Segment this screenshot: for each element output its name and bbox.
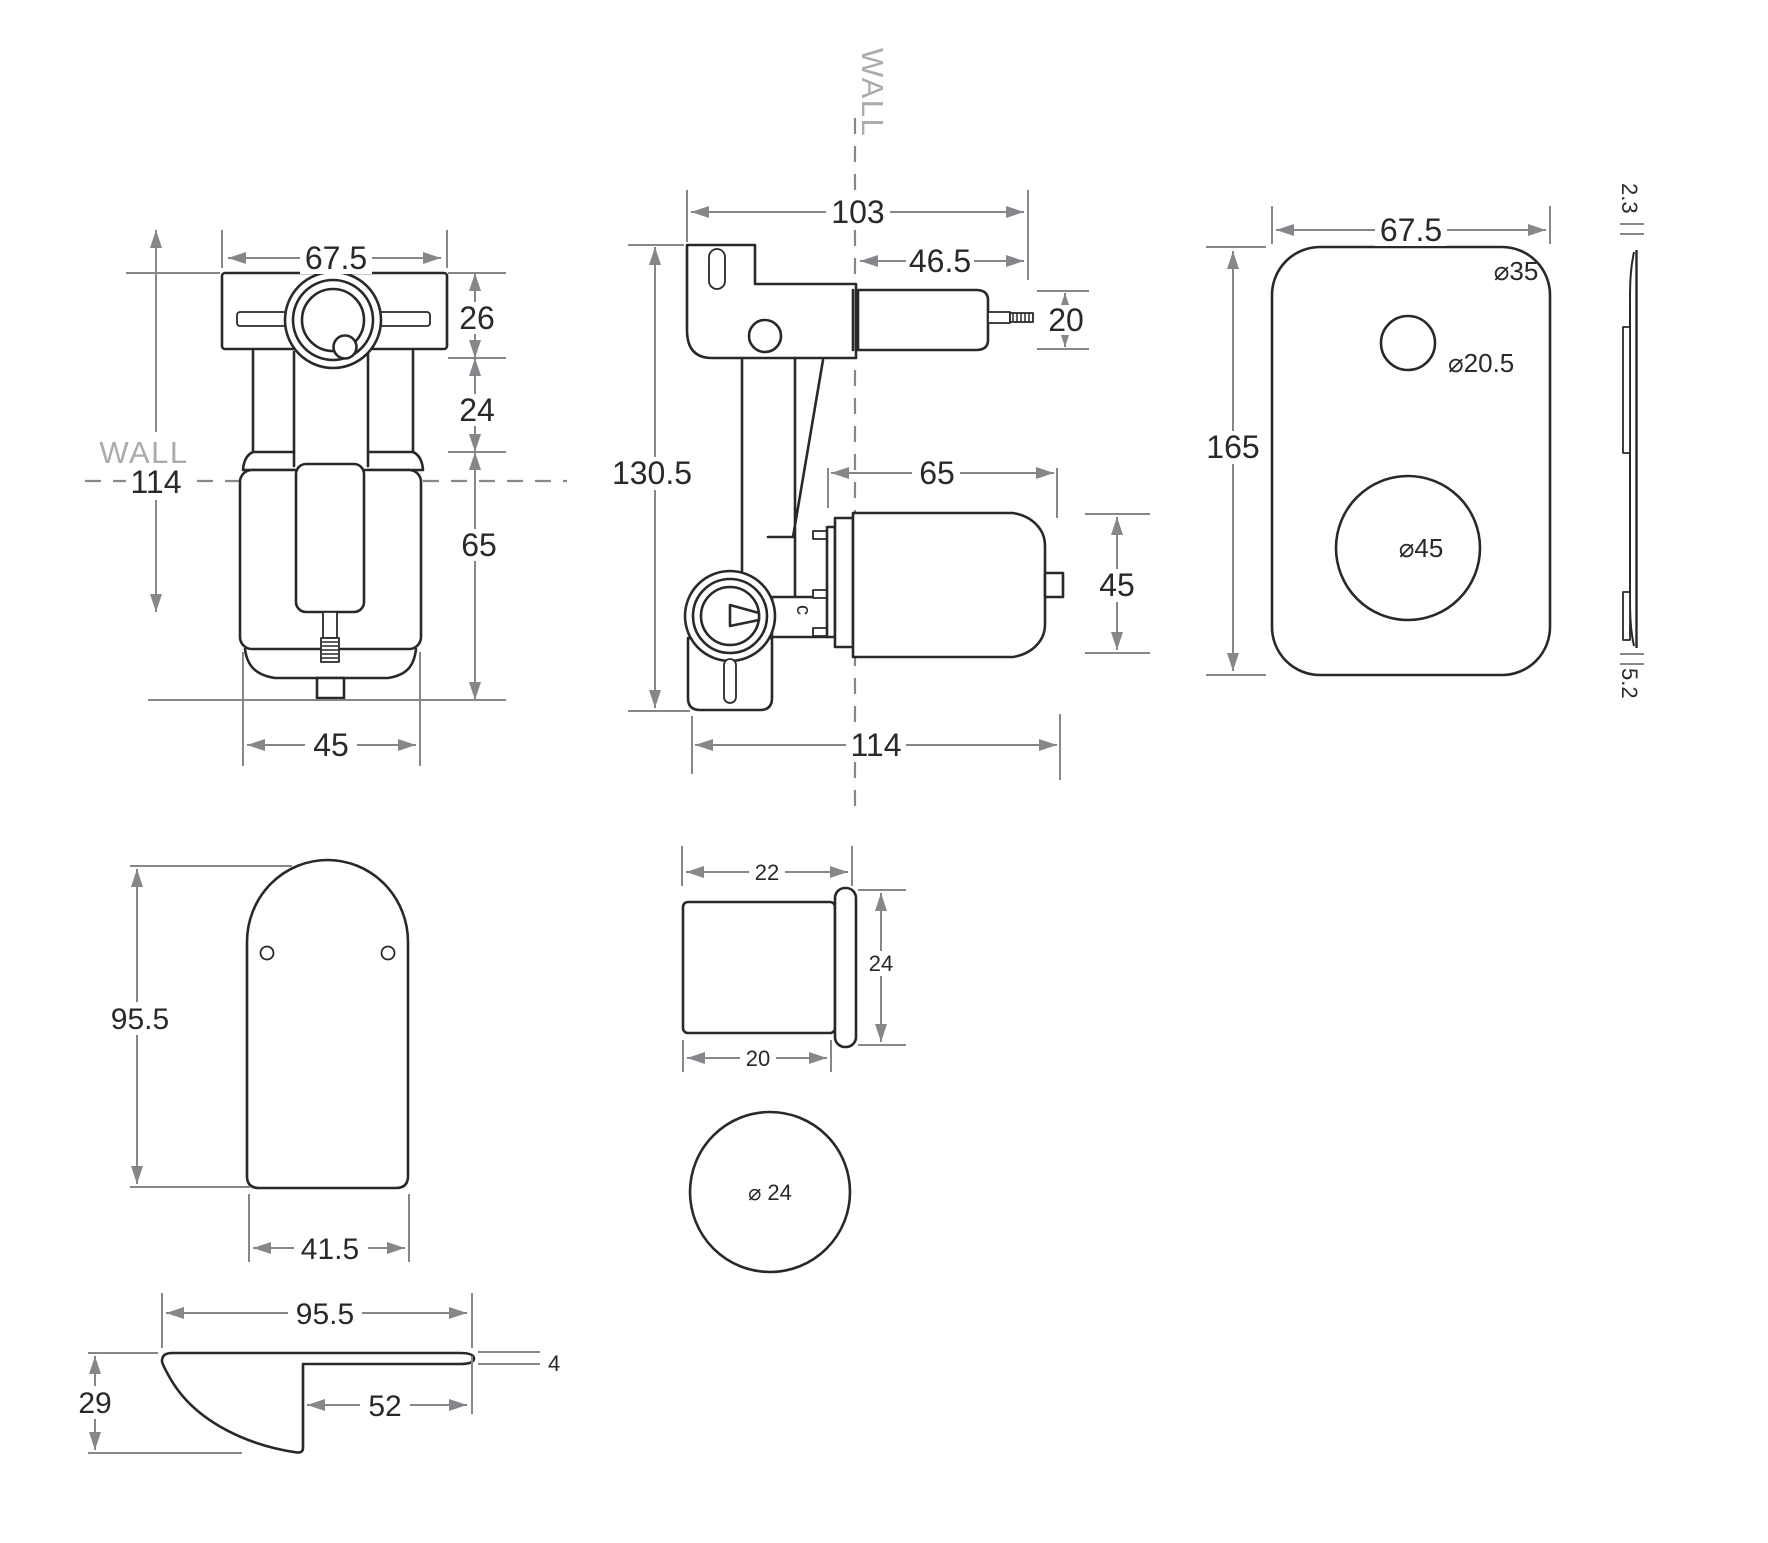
- faceplate-dimensions: [1202, 206, 1551, 676]
- side-dim-cartridge-dia: 45: [1099, 567, 1135, 603]
- side-dial-pointer: [728, 603, 761, 628]
- edge-clip-top: [1622, 326, 1631, 454]
- side-dimensions: [608, 190, 1150, 780]
- button-view: 22 24 20 ⌀ 24: [681, 846, 906, 1274]
- button-dim-dia: 24: [869, 951, 893, 976]
- faceplate-dim-bottom-hole: ⌀45: [1399, 533, 1444, 563]
- edge-clip-bottom: [1622, 591, 1631, 641]
- faceplate-view: 67.5 165 ⌀35 ⌀20.5 ⌀45: [1202, 206, 1552, 677]
- handle-front-view: 95.5 41.5: [103, 858, 410, 1266]
- edge-dim-bottom-thickness: 5.2: [1617, 668, 1642, 699]
- side-pivot-hole: [747, 318, 783, 354]
- front-spout-ring-outer: [283, 270, 383, 370]
- handle-side-dim-tip: 4: [548, 1351, 560, 1376]
- handle-side-dim-length: 95.5: [296, 1298, 354, 1331]
- side-dim-depth: 103: [831, 194, 884, 230]
- button-dim-face: ⌀ 24: [748, 1180, 792, 1205]
- side-dim-total-width: 114: [850, 727, 901, 763]
- side-spindle-body: [856, 288, 990, 352]
- faceplate-top-hole: [1379, 314, 1437, 372]
- handle-side-dim-blade: 52: [368, 1390, 401, 1423]
- handle-side-dimensions: [72, 1293, 540, 1454]
- plate-edge-view: 2.3 5.2: [1617, 183, 1644, 699]
- handle-front-dimensions: [103, 865, 410, 1265]
- side-cartridge-stub: [1043, 571, 1065, 599]
- side-dim-cartridge-length: 65: [919, 455, 955, 491]
- side-wall-label: WALL: [855, 48, 890, 137]
- faceplate-body: [1270, 245, 1552, 677]
- side-dim-spindle: 20: [1048, 302, 1084, 338]
- side-bracket: [685, 243, 858, 360]
- front-dim-upper: 26: [459, 300, 495, 336]
- faceplate-dim-width: 67.5: [1380, 212, 1442, 248]
- front-tier-sides: [251, 347, 415, 454]
- side-spindle-thread-hatch: [1012, 313, 1030, 322]
- side-body-lines: [740, 356, 825, 599]
- faceplate-bottom-hole: [1334, 474, 1482, 622]
- front-spout-ring-mid: [291, 278, 375, 362]
- button-flange: [833, 886, 858, 1049]
- front-dim-lower: 65: [461, 527, 497, 563]
- side-bracket-slot: [708, 248, 726, 290]
- front-thread-hatch: [322, 641, 338, 659]
- front-dim-wall: 114: [130, 464, 181, 500]
- side-cartridge-ring-2: [833, 516, 855, 649]
- front-screw-stem: [322, 611, 338, 639]
- edge-dim-top-thickness: 2.3: [1617, 183, 1642, 214]
- front-spout-notch: [332, 334, 358, 360]
- button-dim-body: 20: [746, 1046, 770, 1071]
- handle-side-view: 95.5 29 52 4: [72, 1293, 560, 1454]
- front-view: 67.5 26 24 65 WALL 114 45: [85, 230, 567, 766]
- front-collar: [241, 450, 425, 472]
- side-dim-height: 130.5: [612, 455, 692, 491]
- front-wall-label: WALL: [99, 435, 188, 470]
- front-dimensions: [102, 230, 506, 766]
- side-mark-c: c: [792, 605, 814, 615]
- handle-front-hole-right: [380, 945, 396, 961]
- handle-front-body: [245, 858, 410, 1190]
- button-body: [681, 900, 837, 1035]
- faceplate-dim-top-hole: ⌀20.5: [1448, 348, 1514, 378]
- side-cartridge-barrel: [851, 511, 1047, 659]
- faceplate-dim-height: 165: [1206, 429, 1259, 465]
- handle-front-dim-height: 95.5: [111, 1003, 169, 1036]
- button-dimensions: [681, 846, 906, 1072]
- button-dim-overall: 22: [755, 860, 779, 885]
- front-dim-width: 67.5: [305, 240, 367, 276]
- front-dim-mid: 24: [459, 392, 495, 428]
- handle-side-body: [160, 1351, 476, 1454]
- front-outlet-tab: [315, 676, 346, 700]
- front-right-tab: [374, 311, 431, 327]
- edge-bottom-ticks: [1620, 653, 1644, 665]
- side-view: c WALL 103 46.5 20: [608, 48, 1150, 812]
- edge-top-ticks: [1620, 223, 1644, 235]
- handle-side-dim-height: 29: [78, 1387, 111, 1420]
- side-spindle-shaft: [987, 311, 1011, 324]
- button-face: [688, 1110, 852, 1274]
- handle-front-dim-width: 41.5: [301, 1233, 359, 1266]
- front-cartridge: [294, 462, 366, 614]
- handle-front-hole-left: [259, 945, 275, 961]
- side-dial-ring: [691, 577, 769, 655]
- front-dim-outlet: 45: [313, 727, 349, 763]
- faceplate-dim-corner: ⌀35: [1494, 256, 1539, 286]
- front-column-sides: [292, 350, 370, 468]
- side-plate-slot: [723, 658, 737, 704]
- side-dim-front-depth: 46.5: [909, 243, 971, 279]
- front-left-tab: [236, 311, 291, 327]
